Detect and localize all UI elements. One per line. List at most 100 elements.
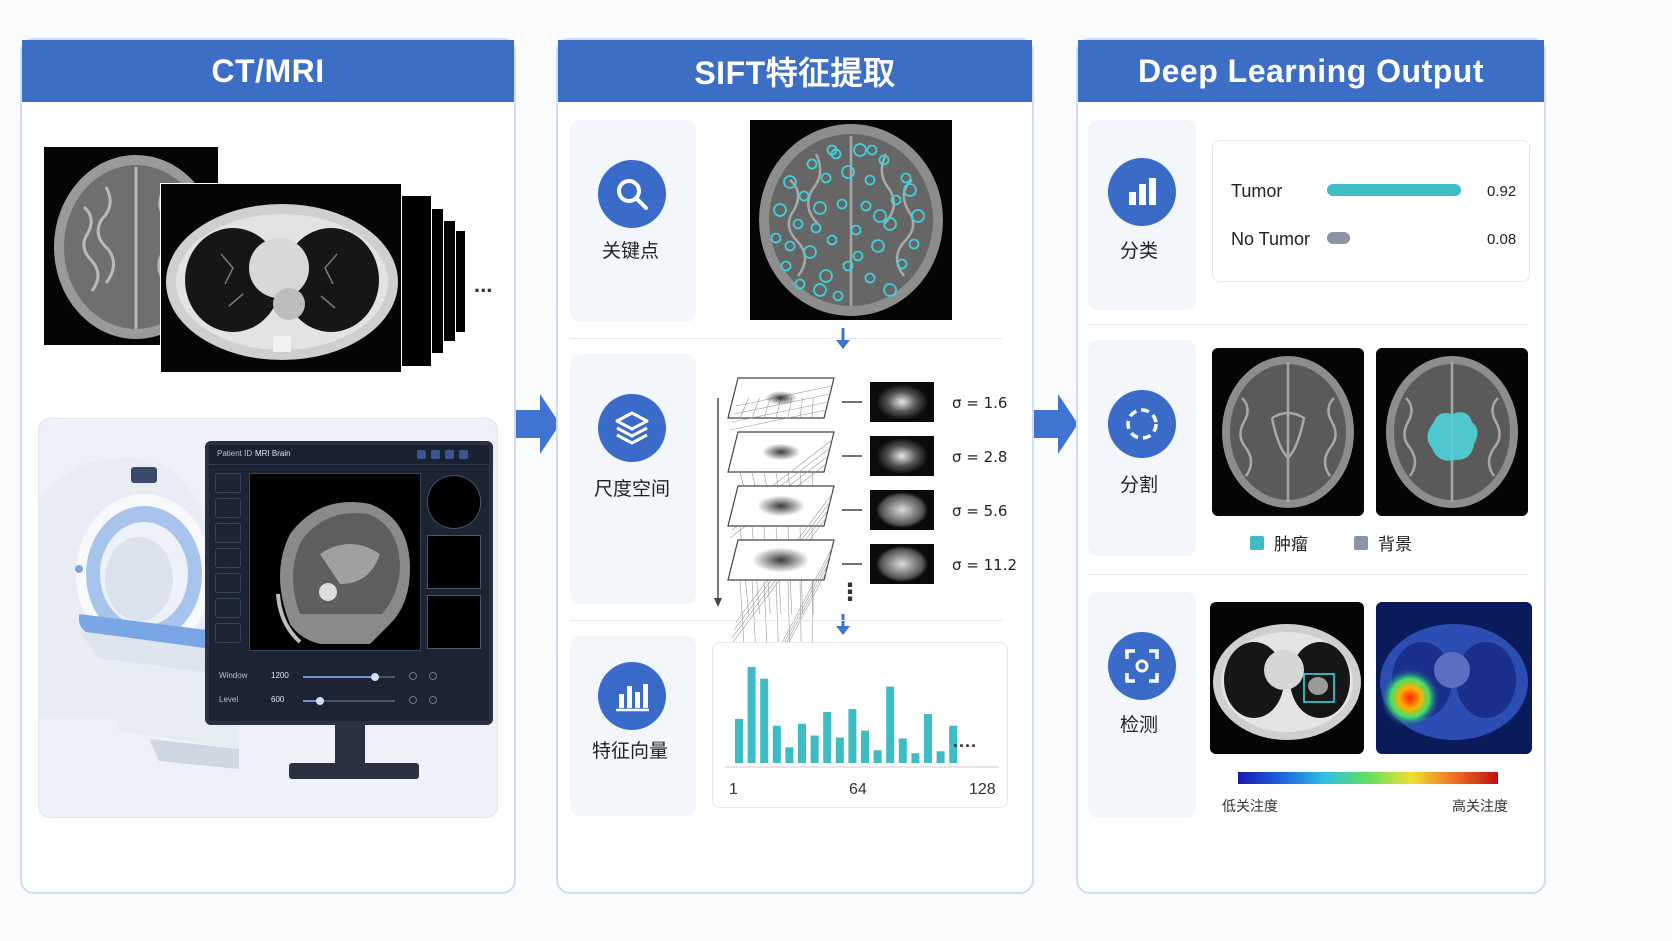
window-option-icon[interactable]: [429, 672, 437, 680]
level-option-icon[interactable]: [409, 696, 417, 704]
dl-panel-title: Deep Learning Output: [1078, 40, 1544, 102]
feature-vector-label: 特征向量: [592, 740, 669, 762]
attention-high-label: 高关注度: [1452, 798, 1508, 814]
histogram-bar: [785, 747, 794, 763]
monitor-toolbar-icon[interactable]: [431, 450, 440, 459]
descriptor-histogram: [725, 666, 999, 768]
detection-card: [1088, 592, 1196, 818]
scale-axis-arrow-icon: [714, 598, 722, 607]
keypoint-marker: [773, 203, 787, 217]
scale-sigma-label: σ = 2.8: [952, 448, 1007, 466]
down-arrow-icon: [836, 614, 850, 635]
monitor-toolbar-icon[interactable]: [445, 450, 454, 459]
sagittal-viewer[interactable]: [249, 473, 421, 651]
keypoint-marker: [813, 283, 827, 297]
monitor-topbar: Patient ID MRI Brain: [209, 445, 489, 465]
keypoint-marker: [813, 201, 827, 215]
thumbnail-slice[interactable]: [427, 595, 481, 649]
histogram-bar: [924, 714, 932, 763]
monitor-toolbar-icon[interactable]: [459, 450, 468, 459]
tool-button[interactable]: [215, 548, 241, 568]
segmentation-input-brain: [1212, 348, 1364, 516]
keypoint-marker: [890, 194, 902, 206]
histogram-bar: [835, 737, 844, 763]
tool-button[interactable]: [215, 473, 241, 493]
keypoint-marker: [866, 144, 878, 156]
keypoint-marker: [852, 250, 864, 262]
legend-label-background: 背景: [1378, 535, 1412, 554]
keypoint-marker: [841, 165, 855, 179]
tool-button[interactable]: [215, 573, 241, 593]
chest-ct-detection-image: [1213, 624, 1361, 740]
keypoint-marker: [903, 183, 917, 197]
keypoint-marker: [794, 278, 806, 290]
histogram-bar: [772, 725, 781, 763]
tool-button[interactable]: [215, 598, 241, 618]
attention-heatmap-image: [1380, 624, 1528, 740]
keypoint-marker: [826, 234, 838, 246]
keypoint-brain-image: [750, 120, 952, 320]
window-slider-track[interactable]: [303, 673, 395, 681]
keypoint-marker: [770, 232, 782, 244]
sagittal-head-image: [276, 502, 410, 644]
thumbnail-slice[interactable]: [427, 535, 481, 589]
blurred-thumbnail: [870, 544, 934, 584]
level-slider-handle[interactable]: [315, 697, 324, 705]
level-slider-track[interactable]: [303, 697, 395, 705]
tool-button[interactable]: [215, 623, 241, 643]
sift-divider: [570, 338, 1002, 339]
monitor-toolbar-icon[interactable]: [417, 450, 426, 459]
keypoint-marker: [853, 143, 867, 157]
histogram-tick-end: 128: [969, 781, 996, 798]
level-option-icon[interactable]: [429, 696, 437, 704]
histogram-bar: [949, 725, 958, 763]
level-label: Level: [219, 695, 239, 704]
monitor-stand: [335, 725, 365, 767]
ctmri-panel-title: CT/MRI: [22, 40, 514, 102]
window-slider-handle[interactable]: [370, 673, 379, 681]
tool-button[interactable]: [215, 523, 241, 543]
classification-result-card: Tumor 0.92 No Tumor 0.08: [1212, 140, 1530, 282]
keypoint-marker: [784, 240, 796, 252]
histogram-bar: [898, 738, 907, 763]
histogram-bar: [747, 666, 756, 763]
keypoint-marker: [871, 239, 885, 253]
histogram-more: ....: [953, 731, 978, 751]
patient-id-label: Patient ID: [217, 449, 253, 458]
scanner-scene: Patient ID MRI Brain: [38, 418, 498, 818]
keypoint-marker: [900, 172, 912, 184]
window-option-icon[interactable]: [409, 672, 417, 680]
histogram-bar: [873, 750, 882, 763]
window-row: Window 1200: [217, 667, 481, 687]
keypoint-marker: [810, 222, 822, 234]
down-arrow-icon: [836, 328, 850, 349]
sift-panel-title: SIFT特征提取: [558, 40, 1032, 102]
keypoint-marker: [850, 224, 862, 236]
keypoint-marker: [832, 290, 844, 302]
focus-scan-icon: [1108, 632, 1176, 700]
class-score-tumor: 0.92: [1487, 183, 1517, 200]
tool-button[interactable]: [215, 498, 241, 518]
class-bar-tumor: [1327, 184, 1462, 196]
detection-label: 检测: [1120, 714, 1159, 736]
class-score-no-tumor: 0.08: [1487, 231, 1517, 248]
histogram-bar: [823, 712, 832, 763]
level-value: 600: [271, 695, 285, 704]
keypoint-marker: [908, 238, 920, 250]
thumbnail-slice[interactable]: [427, 475, 481, 529]
brain-segmentation-image: [1386, 356, 1518, 508]
detection-ct-box: [1210, 602, 1364, 754]
keypoint-marker: [873, 209, 887, 223]
keypoint-marker: [819, 269, 833, 283]
segmentation-icon: [1108, 390, 1176, 458]
scale-dots: ⋮: [838, 579, 862, 606]
window-label: Window: [219, 671, 248, 680]
keypoint-marker: [911, 209, 925, 223]
keypoint-marker: [896, 258, 908, 270]
gaussian-pyramid: σ = 1.6σ = 2.8σ = 5.6σ = 11.2: [714, 377, 1017, 755]
pyramid-level: [727, 431, 835, 539]
legend-swatch-background: [1354, 535, 1368, 550]
keypoint-marker: [803, 245, 817, 259]
layers-icon: [598, 394, 666, 462]
